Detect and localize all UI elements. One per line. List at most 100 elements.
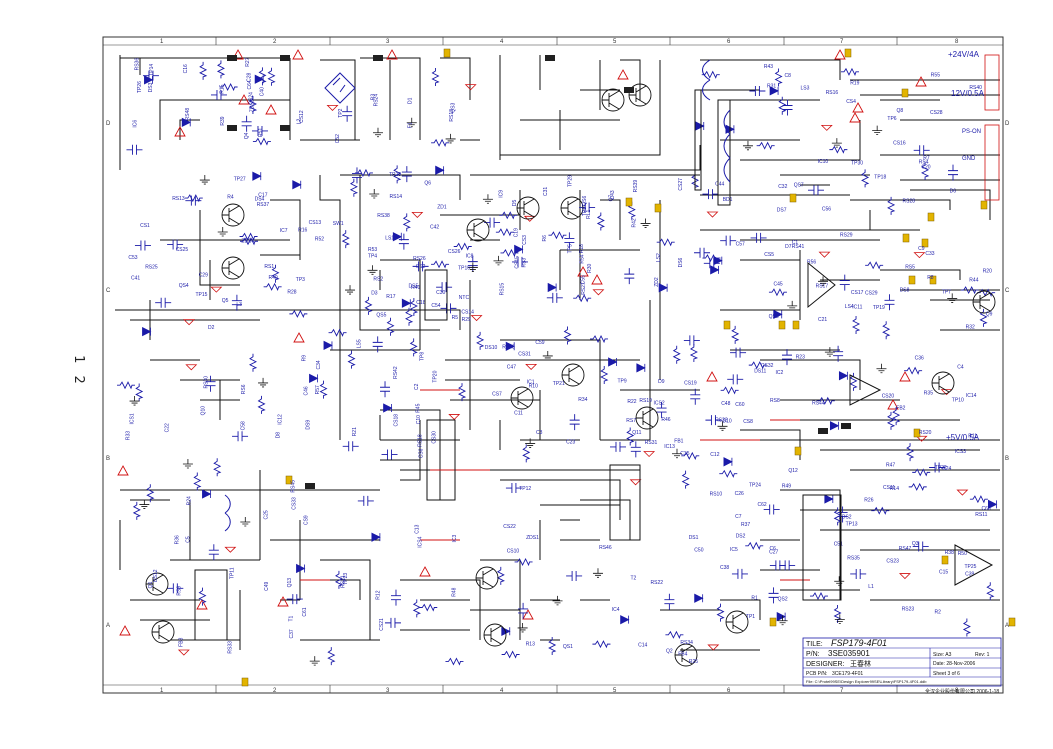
capacitor-symbol [436, 282, 453, 293]
ground-symbol [671, 448, 682, 459]
resistor-symbol [341, 230, 350, 249]
part-designator: RS6 [241, 384, 247, 394]
part-designator: C61 [302, 607, 308, 616]
part-designator: CS10 [507, 549, 520, 555]
designer-value: 王春林 [850, 659, 871, 668]
ground-symbol [258, 377, 269, 388]
ground-symbol [818, 276, 829, 286]
diode-symbol [769, 86, 779, 96]
gnd-label: GND [962, 156, 976, 162]
part-designator: RS24 [374, 94, 380, 107]
part-designator: TP4 [368, 253, 377, 259]
part-designator: L2 [296, 119, 302, 125]
ground-symbol [372, 127, 383, 138]
capacitor-symbol [342, 105, 353, 122]
part-designator: R18 [579, 244, 585, 253]
resistor-symbol [774, 68, 783, 87]
part-designator: DS8 [900, 288, 910, 294]
pn-label: P/N: [806, 651, 820, 658]
test-point [901, 88, 909, 98]
title-label: TILE: [806, 641, 823, 648]
diode-symbol [392, 232, 403, 242]
resistor-symbol [258, 67, 267, 86]
diode-symbol [829, 421, 840, 431]
part-designator: RS30 [204, 376, 210, 389]
resistor-symbol [887, 196, 896, 215]
pn-value: 3SE035901 [828, 649, 870, 658]
resistor-symbol [386, 317, 395, 336]
output-5v-label: +5V/0.5A [946, 433, 980, 442]
part-designator: R22 [627, 399, 636, 405]
part-designator: C5 [186, 536, 192, 543]
ground-symbol [406, 117, 417, 128]
part-designator: IC9 [498, 190, 504, 198]
resistor-symbol [364, 296, 373, 315]
part-designator: Q12 [788, 468, 798, 474]
ground-symbol [787, 300, 798, 311]
capacitor-symbol [839, 274, 850, 291]
diode-symbol [383, 403, 393, 413]
ground-symbol [742, 140, 753, 151]
component-symbols [117, 60, 998, 667]
resistor-symbol [701, 70, 720, 79]
capacitor-symbol [948, 164, 959, 181]
part-designator: R9 [301, 355, 307, 362]
diode-symbol [142, 327, 152, 337]
part-designator: R21 [352, 427, 358, 436]
resistor-symbol [852, 316, 861, 335]
part-designator: RS48 [185, 108, 191, 121]
capacitor-symbol [782, 99, 793, 116]
resistor-symbol [198, 587, 207, 606]
warning-triangle [277, 596, 289, 607]
test-point [285, 475, 293, 485]
resistor-symbol [334, 570, 344, 589]
part-designator: RS47 [899, 546, 912, 552]
bridge-rectifier [324, 72, 356, 104]
resistor-symbol [327, 647, 336, 666]
resistor-symbol [778, 96, 787, 115]
part-designator: R55 [931, 73, 940, 79]
warning-triangle [834, 49, 846, 60]
part-designator: DS3 [148, 82, 154, 92]
test-point [792, 320, 800, 330]
diode-symbol [371, 532, 381, 542]
resistor-symbol [496, 566, 505, 585]
capacitor-symbol [730, 347, 747, 358]
part-designator: R32 [966, 325, 975, 331]
part-designator: CS5 [764, 252, 774, 258]
test-point [769, 617, 777, 627]
part-designator: QS6 [582, 195, 588, 205]
part-designator: RS26 [413, 256, 426, 262]
row-label-right: D [1005, 121, 1010, 127]
diode-symbol [988, 499, 998, 510]
part-designator: C9 [918, 246, 925, 252]
output-connector [984, 54, 1000, 201]
column-label-top: 1 [160, 39, 164, 45]
part-designator: ICS2 [654, 401, 665, 407]
warning-triangle [591, 274, 603, 285]
transistor-leads [152, 622, 170, 642]
column-label-bottom: 3 [386, 688, 390, 694]
resistor-symbol [501, 650, 520, 659]
resistor-symbol [347, 350, 356, 369]
part-designator: R53 [368, 247, 377, 253]
row-label-left: C [106, 288, 111, 294]
test-points [241, 48, 1016, 687]
warning-triangle [174, 126, 186, 137]
ground-triangle [915, 435, 928, 442]
diode-symbol [824, 494, 834, 504]
connector-pad [624, 87, 634, 93]
sheet-label: Sheet 3 of 6 [933, 671, 960, 677]
resistor-symbol [248, 353, 258, 372]
column-label-top: 8 [955, 39, 959, 45]
warning-triangle [522, 609, 534, 620]
diode-symbol [309, 373, 319, 384]
part-designator: R48 [452, 587, 458, 596]
column-label-bottom: 8 [955, 688, 959, 694]
resistor-symbol [816, 396, 835, 405]
part-designator: Q9 [986, 312, 993, 318]
capacitor-symbol [763, 504, 780, 515]
resistor-symbol [979, 308, 988, 327]
part-designator: R35 [924, 391, 933, 397]
ground-symbol [824, 347, 835, 357]
